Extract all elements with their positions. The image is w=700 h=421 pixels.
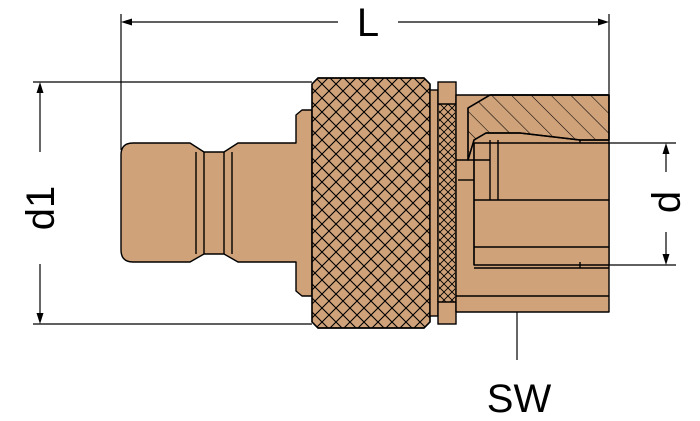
plug-nipple: [120, 109, 313, 297]
length-label: L: [357, 1, 379, 45]
hex-body: [455, 94, 610, 313]
inner-diameter-label: d: [645, 191, 689, 213]
dimension-arrows: [36, 18, 670, 324]
locking-ring: [429, 81, 457, 325]
outer-diameter-label: d1: [19, 186, 63, 231]
knurled-sleeve: [311, 77, 431, 329]
wrench-size-label: SW: [487, 377, 552, 421]
dimension-lines: [33, 14, 676, 360]
